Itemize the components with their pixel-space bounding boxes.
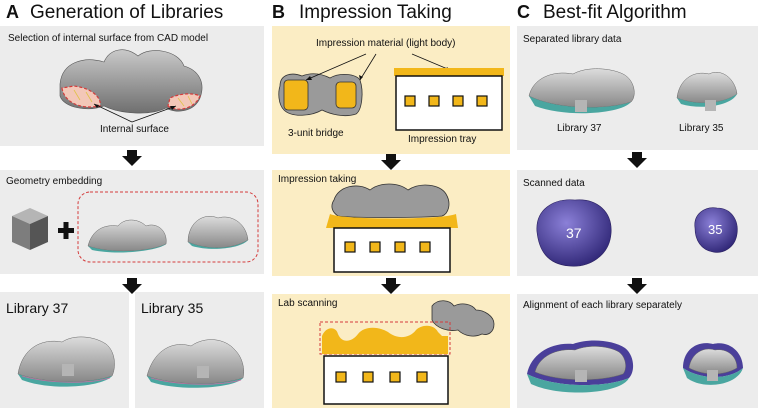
panel-a2-caption: Geometry embedding: [6, 176, 103, 187]
impression-setup-illustration: [278, 53, 504, 131]
impression-material-label: Impression material (light body): [316, 38, 456, 49]
column-b-title: Impression Taking: [299, 2, 452, 23]
panel-b3-caption: Lab scanning: [278, 298, 338, 309]
arrow-down-icon: [122, 150, 142, 166]
library-35-title: Library 35: [141, 300, 204, 316]
arrow-down-icon: [381, 278, 401, 294]
panel-c3-caption: Alignment of each library separately: [523, 300, 682, 311]
bridge-label: 3-unit bridge: [288, 128, 344, 139]
scanned-data-illustration: [536, 199, 738, 267]
scan-35-label: 35: [708, 222, 723, 237]
arrow-down-icon: [627, 152, 647, 168]
internal-surface-label: Internal surface: [100, 124, 169, 135]
panel-a-library-35: Library 35: [135, 292, 264, 408]
column-c-title: Best-fit Algorithm: [543, 2, 687, 23]
arrow-down-icon: [627, 278, 647, 294]
panel-b-setup: Impression material (light body) 3-unit …: [272, 26, 510, 154]
panel-c1-caption: Separated library data: [523, 34, 622, 45]
column-a-title: Generation of Libraries: [30, 2, 224, 23]
arrow-down-icon: [381, 154, 401, 170]
column-c-letter: C: [517, 2, 530, 22]
alignment-illustration: [527, 340, 743, 393]
lab-scanning-illustration: [319, 300, 495, 405]
panel-a-library-37: Library 37: [0, 292, 129, 408]
panel-a-cad-selection: Selection of internal surface from CAD m…: [0, 26, 264, 146]
separated-library-illustration: [528, 68, 738, 114]
panel-c-scanned-data: Scanned data 37 35: [517, 170, 758, 276]
arrow-down-icon: [122, 278, 142, 294]
panel-b2-caption: Impression taking: [278, 174, 357, 185]
scan-37-label: 37: [566, 225, 582, 241]
library-37-title: Library 37: [6, 300, 69, 316]
panel-c-separated-library: Separated library data Library 37 Librar…: [517, 26, 758, 150]
library-37-crown: [17, 336, 115, 387]
cad-model-illustration: [59, 49, 203, 123]
tray-label: Impression tray: [408, 134, 477, 145]
c-library-35-label: Library 35: [679, 123, 724, 134]
panel-c2-caption: Scanned data: [523, 178, 585, 189]
panel-a1-caption: Selection of internal surface from CAD m…: [8, 33, 209, 44]
library-35-crown: [146, 339, 244, 388]
geometry-embedding-illustration: [12, 191, 259, 263]
panel-a-geometry-embedding: Geometry embedding: [0, 170, 264, 274]
panel-c-alignment: Alignment of each library separately: [517, 294, 758, 408]
panel-b-lab-scanning: Lab scanning: [272, 294, 510, 408]
impression-taking-illustration: [326, 183, 458, 273]
column-b-letter: B: [272, 2, 285, 22]
column-a-letter: A: [6, 2, 19, 22]
c-library-37-label: Library 37: [557, 123, 602, 134]
panel-b-impression-taking: Impression taking: [272, 170, 510, 276]
